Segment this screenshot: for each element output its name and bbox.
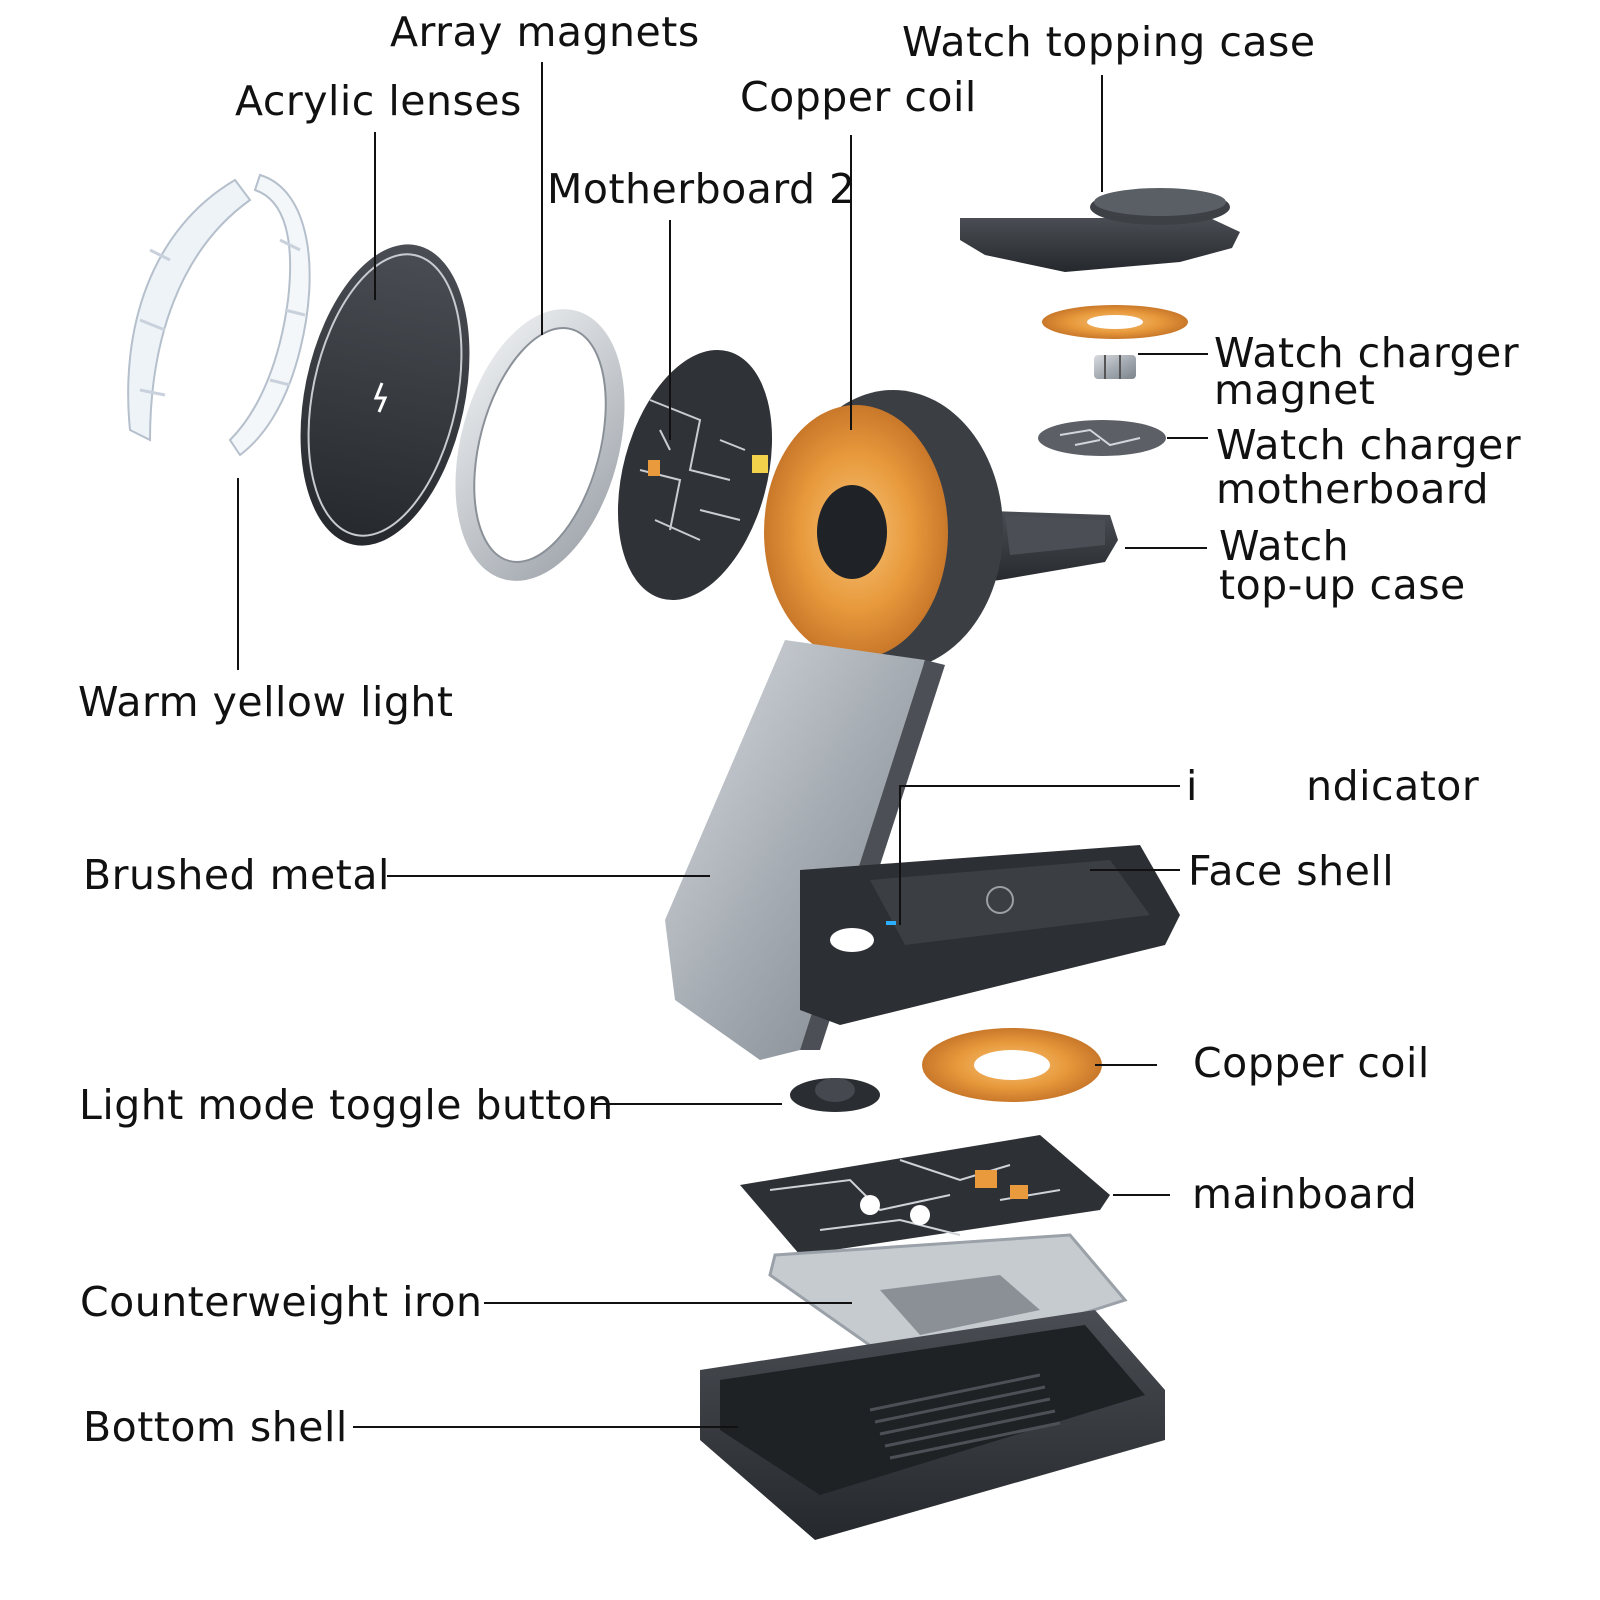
watch-charger-motherboard-part xyxy=(1038,420,1166,456)
watch-copper-coil-part xyxy=(1042,305,1188,339)
label-copper-coil-top: Copper coil xyxy=(740,73,977,121)
label-light-mode-toggle-button: Light mode toggle button xyxy=(79,1081,614,1129)
label-watch-topping-case: Watch topping case xyxy=(902,18,1316,66)
label-watch-topup-case-1: Watch xyxy=(1219,522,1350,570)
watch-topping-case-part xyxy=(960,188,1240,272)
phone-charger-head xyxy=(764,390,1003,670)
label-mainboard: mainboard xyxy=(1192,1170,1418,1218)
label-watch-charger-magnet-2: magnet xyxy=(1214,366,1376,414)
label-indicator: i ndicator xyxy=(1186,762,1480,810)
led-indicator xyxy=(886,921,896,925)
watch-charger-magnet-part xyxy=(1094,355,1136,379)
array-magnets-ring xyxy=(455,309,625,581)
label-warm-yellow-light: Warm yellow light xyxy=(78,678,454,726)
label-watch-charger-magnet-1: Watch charger xyxy=(1214,329,1520,377)
face-shell-part xyxy=(800,845,1180,1025)
label-face-shell: Face shell xyxy=(1188,847,1395,895)
label-watch-topup-case-2: top-up case xyxy=(1219,561,1466,609)
acrylic-lens-part xyxy=(127,173,311,457)
label-watch-charger-motherboard-2: motherboard xyxy=(1216,465,1490,513)
label-brushed-metal: Brushed metal xyxy=(83,851,390,899)
light-toggle-button-part xyxy=(790,1078,880,1112)
label-bottom-shell: Bottom shell xyxy=(83,1403,348,1451)
acrylic-lens-disc xyxy=(300,244,470,546)
label-array-magnets: Array magnets xyxy=(390,8,700,56)
mainboard-part xyxy=(740,1135,1110,1255)
label-watch-charger-motherboard-1: Watch charger xyxy=(1216,421,1522,469)
label-counterweight-iron: Counterweight iron xyxy=(80,1278,483,1326)
label-acrylic-lenses: Acrylic lenses xyxy=(235,77,522,125)
label-motherboard-2: Motherboard 2 xyxy=(547,165,856,213)
label-copper-coil-bottom: Copper coil xyxy=(1193,1039,1430,1087)
bottom-shell-part xyxy=(700,1310,1165,1540)
bottom-copper-coil-part xyxy=(922,1028,1102,1102)
leader-lines xyxy=(237,62,1208,1428)
motherboard-2-part xyxy=(617,349,773,601)
